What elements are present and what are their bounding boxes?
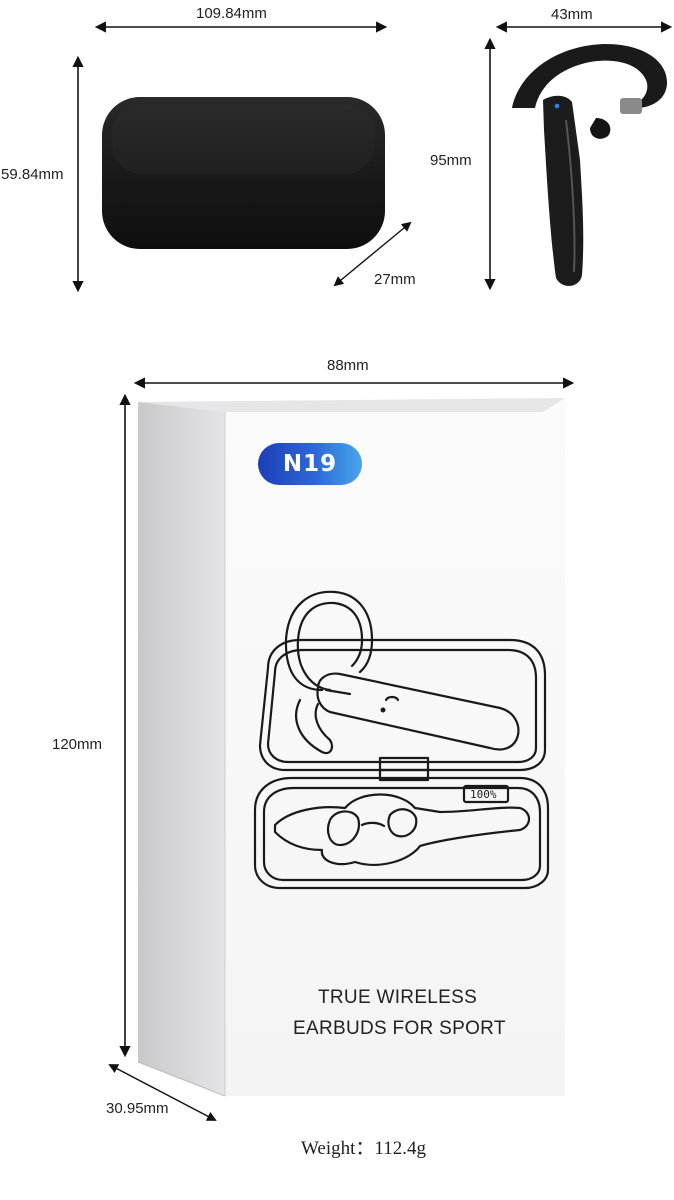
box-depth-arrow: [108, 1064, 217, 1121]
case-depth-label: 27mm: [374, 271, 416, 288]
earpiece-image: [512, 44, 668, 286]
box-height-label: 120mm: [52, 736, 103, 753]
earpiece-width-label: 43mm: [551, 6, 593, 23]
lcd-reading: 100%: [470, 788, 497, 801]
retail-box: [137, 398, 565, 1097]
case-width-label: 109.84mm: [196, 5, 267, 22]
model-badge: N19: [258, 443, 362, 485]
tagline-line-2: EARBUDS FOR SPORT: [293, 1018, 506, 1039]
weight-value: 112.4g: [374, 1138, 426, 1159]
case-height-label: 59.84mm: [1, 166, 64, 183]
case-depth-arrow: [333, 221, 412, 287]
box-width-label: 88mm: [327, 357, 369, 374]
weight-label: Weight：: [301, 1138, 375, 1159]
tagline-line-1: TRUE WIRELESS: [318, 987, 478, 1008]
charging-case-image: [102, 97, 385, 249]
box-product-drawing: [253, 590, 550, 890]
earpiece-height-label: 95mm: [430, 152, 472, 169]
box-depth-label: 30.95mm: [106, 1100, 169, 1117]
weight-row: Weight：112.4g: [301, 1133, 426, 1160]
